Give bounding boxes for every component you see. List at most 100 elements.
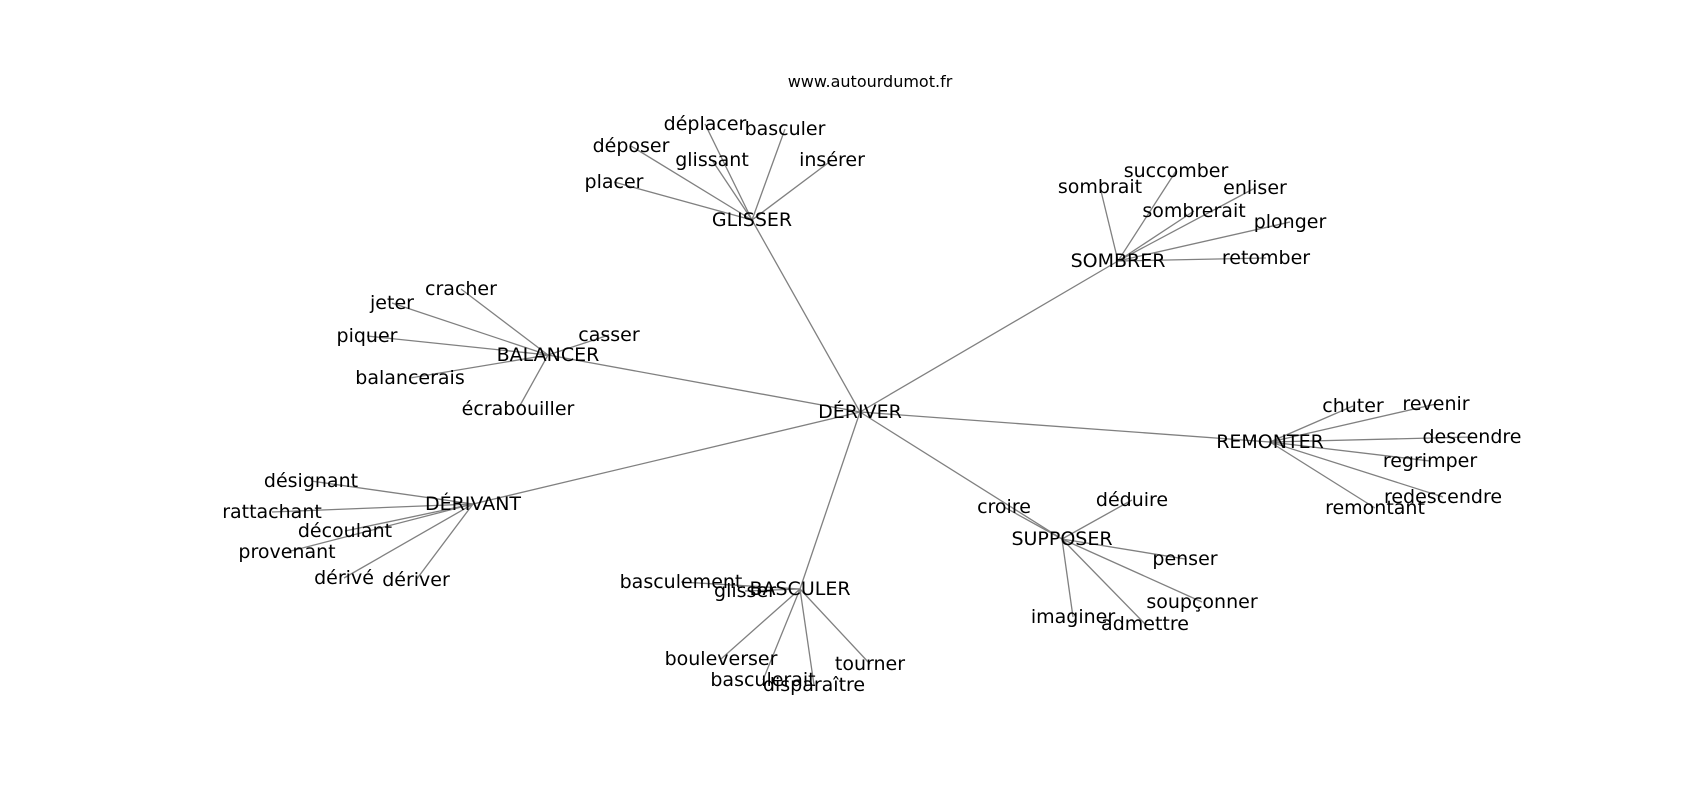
edge-hub-to-leaf [1269,436,1473,443]
leaf-node-label: dériver [382,569,450,591]
edge-hub-to-leaf [720,588,801,660]
edge-hub-to-leaf [286,503,474,553]
site-watermark: www.autourdumot.fr [788,72,953,91]
edge-center-to-hub [859,260,1119,413]
leaf-node-label: glisser [714,580,776,602]
leaf-node-label: rattachant [222,501,322,523]
edge-center-to-hub [799,411,861,590]
edge-hub-to-leaf [799,588,871,665]
leaf-node-label: imaginer [1031,606,1116,628]
leaf-node-label: remontant [1325,497,1425,519]
edge-hub-to-leaf [547,334,610,356]
edge-hub-to-leaf [409,354,549,379]
leaf-node-label: descendre [1423,426,1522,448]
edge-hub-to-leaf [1061,538,1203,603]
leaf-node-label: découlant [298,520,392,542]
center-node-label: DÉRIVER [818,400,902,423]
edge-hub-to-leaf [762,588,801,681]
edge-hub-to-leaf [1117,257,1267,262]
leaf-node-label: croire [977,496,1031,518]
leaf-node-label: redescendre [1384,486,1502,508]
leaf-node-label: regrimper [1383,450,1477,472]
edge-hub-to-leaf [1099,186,1119,262]
edge-hub-to-leaf [680,581,801,590]
leaf-node-label: écrabouiller [462,398,575,420]
leaf-node-label: provenant [238,541,335,563]
edge-hub-to-leaf [391,302,549,356]
leaf-node-label: placer [585,171,644,193]
leaf-node-label: basculer [745,118,826,140]
edge-hub-to-leaf [1003,506,1063,540]
leaf-node-label: chuter [1322,395,1384,417]
edge-hub-to-leaf [310,480,474,505]
leaf-node-label: soupçonner [1146,591,1257,613]
edge-hub-to-leaf [344,503,474,532]
edge-layer [271,123,1473,686]
leaf-node-label: désignant [264,470,358,492]
edge-hub-to-leaf [1269,403,1437,443]
label-layer: www.autourdumot.fr DÉRIVER GLISSER déplace… [222,72,1521,696]
edge-hub-to-leaf [630,145,753,221]
hub-node-label: REMONTER [1216,431,1324,453]
leaf-node-label: glissant [675,149,749,171]
leaf-node-label: basculement [620,571,743,593]
edge-hub-to-leaf [704,123,753,221]
leaf-node-label: plonger [1254,211,1327,233]
leaf-node-label: jeter [369,292,414,314]
edge-hub-to-leaf [799,588,815,686]
edge-hub-to-leaf [1269,441,1376,509]
leaf-node-label: déplacer [664,113,747,135]
leaf-node-label: revenir [1402,393,1469,415]
edge-hub-to-leaf [343,503,474,579]
hub-node-label: DÉRIVANT [425,492,521,515]
hub-node-label: GLISSER [712,209,792,231]
leaf-node-label: casser [578,324,640,346]
edge-hub-to-leaf [751,159,833,221]
leaf-node-label: piquer [337,325,398,347]
edge-hub-to-leaf [1269,405,1354,443]
edge-hub-to-leaf [1269,441,1431,462]
leaf-node-label: balancerais [355,367,464,389]
edge-hub-to-leaf [415,503,474,581]
leaf-node-label: sombrait [1058,176,1142,198]
leaf-node-label: cracher [425,278,497,300]
edge-hub-to-leaf [1117,170,1177,262]
edge-hub-to-leaf [366,335,549,356]
edge-hub-to-leaf [460,288,549,356]
leaf-node-label: admettre [1101,613,1189,635]
leaf-node-label: retomber [1222,247,1310,269]
edge-hub-to-leaf [1117,187,1256,262]
leaf-node-label: penser [1152,548,1217,570]
edge-hub-to-leaf [1061,499,1133,540]
edge-hub-to-leaf [271,503,474,513]
leaf-node-label: enliser [1223,177,1287,199]
edge-hub-to-leaf [1061,538,1074,618]
edge-center-to-hub [859,411,1063,540]
leaf-node-label: bouleverser [665,648,778,670]
edge-hub-to-leaf [1117,221,1291,262]
edge-hub-to-leaf [1061,538,1146,625]
leaf-node-label: déduire [1096,489,1168,511]
hub-node-label: BASCULER [749,578,850,600]
leaf-node-label: insérer [799,149,865,171]
leaf-node-label: déposer [593,135,670,157]
edge-hub-to-leaf [517,354,549,410]
leaf-node-label: disparaître [763,674,865,696]
edge-hub-to-leaf [1061,538,1186,560]
edge-hub-to-leaf [1117,210,1195,262]
edge-center-to-hub [859,411,1271,443]
edge-hub-to-leaf [751,128,786,221]
edge-hub-to-leaf [744,588,801,592]
edge-hub-to-leaf [1269,441,1444,498]
hub-node-label: SOMBRER [1071,250,1166,272]
edge-center-to-hub [751,219,861,413]
edge-center-to-hub [547,354,861,413]
leaf-node-label: succomber [1124,160,1229,182]
edge-center-to-hub [472,411,861,505]
hub-node-label: SUPPOSER [1011,528,1112,550]
leaf-node-label: tourner [835,653,905,675]
hub-node-label: BALANCER [497,344,600,366]
leaf-node-label: dérivé [314,567,374,589]
